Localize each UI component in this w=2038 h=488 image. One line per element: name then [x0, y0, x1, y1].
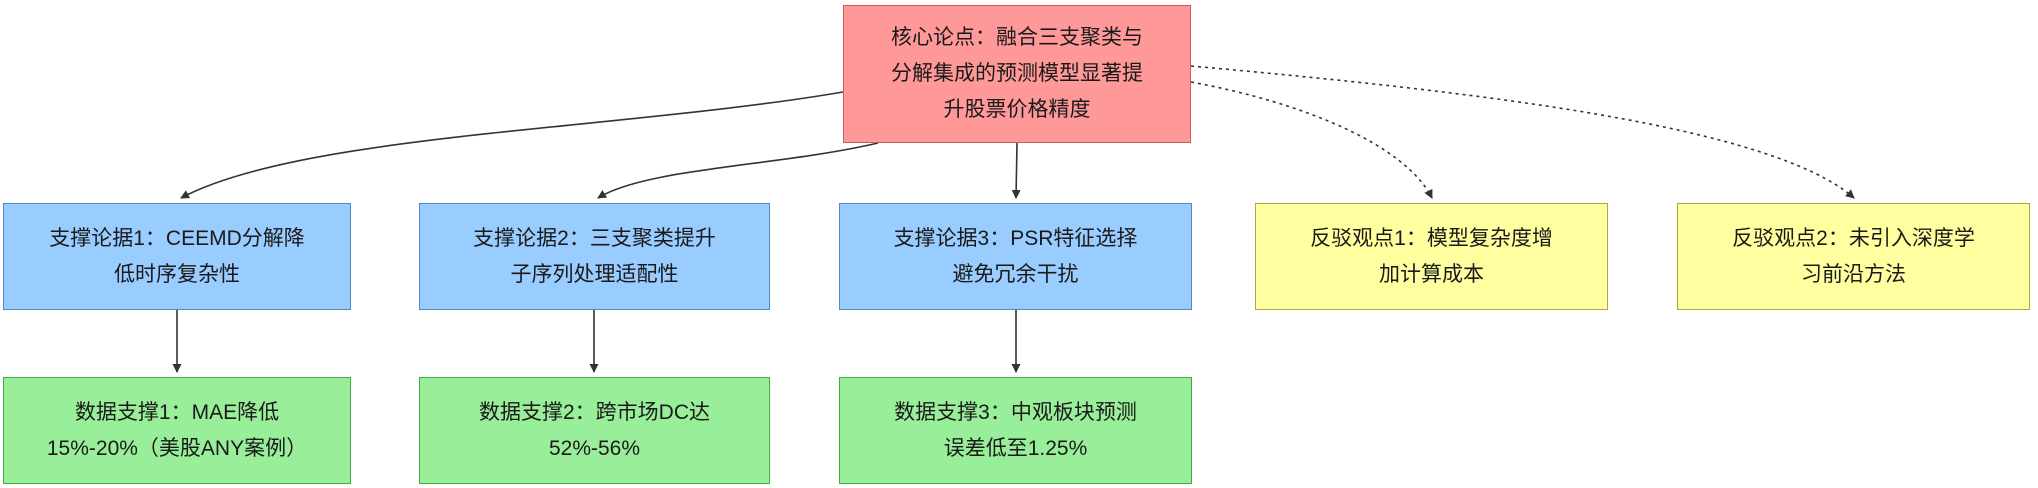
node-core-claim-label: 核心论点：融合三支聚类与分解集成的预测模型显著提升股票价格精度 [891, 26, 1143, 121]
node-core-claim: 核心论点：融合三支聚类与分解集成的预测模型显著提升股票价格精度 [843, 5, 1191, 143]
node-rebuttal-2: 反驳观点2：未引入深度学习前沿方法 [1677, 203, 2030, 310]
node-rebuttal-2-label: 反驳观点2：未引入深度学习前沿方法 [1732, 226, 1975, 286]
node-data-1: 数据支撑1：MAE降低15%-20%（美股ANY案例） [3, 377, 351, 484]
node-support-1-label: 支撑论据1：CEEMD分解降低时序复杂性 [49, 226, 305, 286]
node-data-2-label: 数据支撑2：跨市场DC达52%-56% [478, 400, 710, 460]
node-rebuttal-1-label: 反驳观点1：模型复杂度增加计算成本 [1310, 226, 1553, 286]
node-data-3-label: 数据支撑3：中观板块预测误差低至1.25% [894, 400, 1137, 460]
node-support-2-label: 支撑论据2：三支聚类提升子序列处理适配性 [473, 226, 716, 286]
node-data-3: 数据支撑3：中观板块预测误差低至1.25% [839, 377, 1192, 484]
node-rebuttal-1: 反驳观点1：模型复杂度增加计算成本 [1255, 203, 1608, 310]
edge-core-support2 [597, 142, 879, 199]
edge-core-support3 [1011, 142, 1021, 199]
node-support-3-label: 支撑论据3：PSR特征选择避免冗余干扰 [893, 226, 1138, 286]
node-support-3: 支撑论据3：PSR特征选择避免冗余干扰 [839, 203, 1192, 310]
node-support-1: 支撑论据1：CEEMD分解降低时序复杂性 [3, 203, 351, 310]
node-data-2: 数据支撑2：跨市场DC达52%-56% [419, 377, 770, 484]
edge-core-support1 [180, 91, 844, 199]
node-data-1-label: 数据支撑1：MAE降低15%-20%（美股ANY案例） [46, 400, 308, 460]
edge-core-rebuttal2 [1190, 65, 1855, 199]
node-support-2: 支撑论据2：三支聚类提升子序列处理适配性 [419, 203, 770, 310]
edge-core-rebuttal1 [1190, 81, 1433, 199]
